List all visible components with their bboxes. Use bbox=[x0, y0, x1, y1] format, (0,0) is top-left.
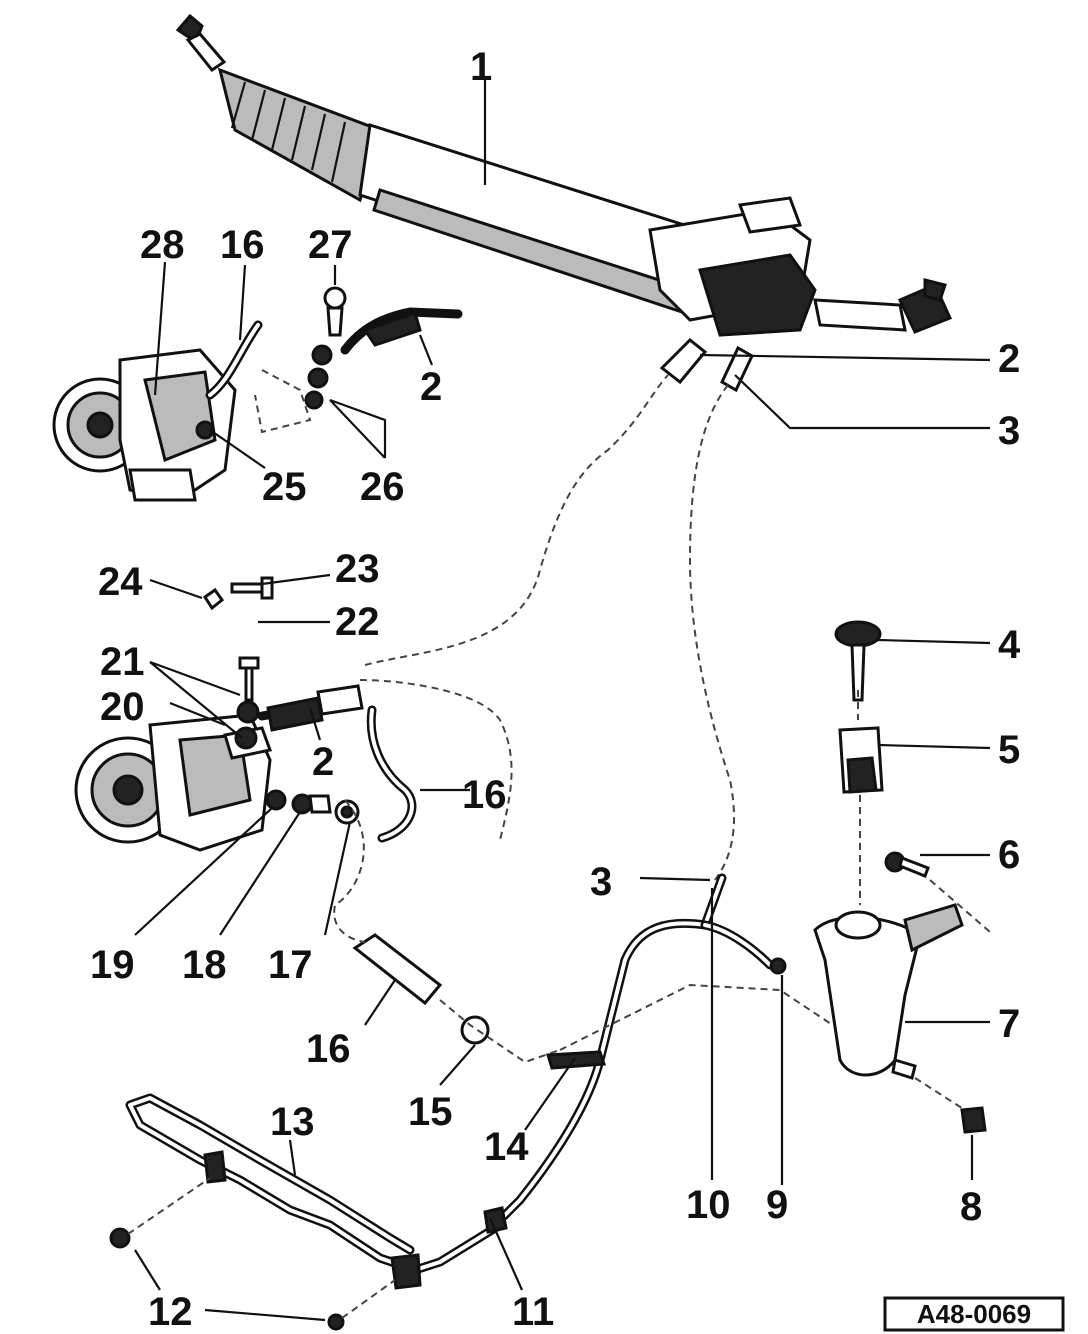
pressure-line-2-lower bbox=[257, 684, 364, 732]
callout-16-short: 16 bbox=[306, 1027, 351, 1071]
callout-20: 20 bbox=[100, 685, 145, 729]
bolt-9-dash bbox=[559, 983, 841, 1051]
hose-16-lower-curved bbox=[366, 705, 417, 843]
clamp-15 bbox=[460, 1015, 490, 1045]
supply-hose-path bbox=[364, 374, 669, 666]
callout-10: 10 bbox=[686, 1183, 731, 1227]
callout-18: 18 bbox=[182, 943, 227, 987]
callout-2-upper: 2 bbox=[420, 365, 442, 409]
reservoir-cap-4 bbox=[834, 620, 882, 702]
pressure-line-2-upper bbox=[304, 286, 463, 410]
callout-13: 13 bbox=[270, 1100, 315, 1144]
callout-16-curved: 16 bbox=[462, 773, 507, 817]
hose-16-short bbox=[352, 933, 443, 1006]
callout-2-rack: 2 bbox=[998, 337, 1020, 381]
callout-3-rack: 3 bbox=[998, 409, 1020, 453]
callout-8: 8 bbox=[960, 1185, 982, 1229]
power-steering-pump-upper bbox=[52, 348, 237, 502]
callout-14: 14 bbox=[484, 1125, 529, 1169]
hose-16-upper bbox=[205, 320, 263, 400]
callout-6: 6 bbox=[998, 833, 1020, 877]
callout-2-lower: 2 bbox=[312, 740, 334, 784]
bolt-9 bbox=[769, 957, 787, 975]
rack-boot bbox=[217, 67, 382, 203]
bolt-12-dash bbox=[127, 1177, 396, 1319]
callout-25: 25 bbox=[262, 465, 307, 509]
callout-12: 12 bbox=[148, 1290, 193, 1334]
callout-28: 28 bbox=[140, 223, 185, 267]
bolt-12-bottom bbox=[327, 1313, 345, 1331]
reservoir-dash bbox=[857, 690, 991, 1111]
steering-rack bbox=[175, 13, 953, 393]
callout-22: 22 bbox=[335, 600, 380, 644]
reservoir-7 bbox=[813, 903, 964, 1080]
callout-15: 15 bbox=[408, 1090, 453, 1134]
callout-27: 27 bbox=[308, 223, 353, 267]
reservoir-filter-5 bbox=[838, 726, 884, 794]
callout-21: 21 bbox=[100, 640, 145, 684]
callout-11: 11 bbox=[512, 1290, 554, 1334]
return-line-3 bbox=[688, 384, 736, 881]
bolt-12-left bbox=[109, 1227, 131, 1249]
connection-dash-upper bbox=[254, 369, 312, 434]
power-steering-pump-lower bbox=[74, 713, 360, 852]
reference-code-box: A48-0069 bbox=[883, 1296, 1065, 1332]
bolt-6 bbox=[884, 851, 930, 878]
cooler-pipe-10 bbox=[495, 873, 775, 1225]
callout-7: 7 bbox=[998, 1002, 1020, 1046]
cooler-loop-13 bbox=[125, 1093, 508, 1290]
callout-24: 24 bbox=[98, 560, 143, 604]
callout-23: 23 bbox=[335, 547, 380, 591]
callout-16-upper: 16 bbox=[220, 223, 265, 267]
callout-17: 17 bbox=[268, 943, 313, 987]
callout-26: 26 bbox=[360, 465, 405, 509]
bolts-washers-lower bbox=[202, 576, 274, 750]
loop-dash bbox=[359, 679, 513, 841]
reference-code: A48-0069 bbox=[917, 1299, 1031, 1329]
callout-3-pipe: 3 bbox=[590, 860, 612, 904]
hose-clamp-8 bbox=[960, 1106, 987, 1134]
clip-14 bbox=[546, 1050, 607, 1070]
callout-9: 9 bbox=[766, 1183, 788, 1227]
clamp-dash bbox=[439, 999, 561, 1064]
callout-4: 4 bbox=[998, 623, 1021, 667]
callout-19: 19 bbox=[90, 943, 135, 987]
return-hose-path bbox=[333, 799, 366, 943]
callout-5: 5 bbox=[998, 728, 1020, 772]
leader-lines bbox=[134, 80, 991, 1322]
callout-1: 1 bbox=[470, 45, 492, 89]
